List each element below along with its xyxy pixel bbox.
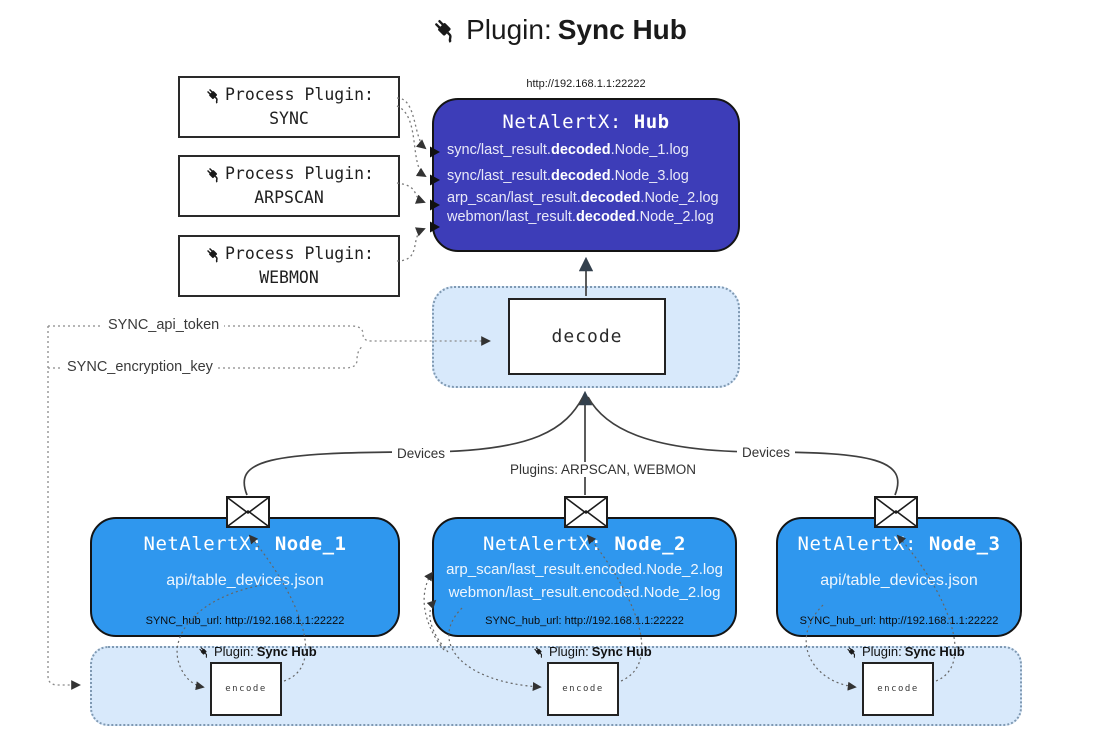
envelope-icon xyxy=(874,496,918,528)
process-plugin-label: Process Plugin: xyxy=(224,244,374,264)
plug-icon xyxy=(532,645,546,659)
encoder-label: Plugin: Sync Hub xyxy=(845,644,965,659)
plug-icon xyxy=(204,165,223,184)
node-file: webmon/last_result.encoded.Node_2.log xyxy=(448,584,721,601)
page-title: Plugin: Sync Hub xyxy=(0,14,1117,46)
hub-log-line: sync/last_result.decoded.Node_3.log xyxy=(447,168,689,184)
node-file: arp_scan/last_result.encoded.Node_2.log xyxy=(446,561,723,578)
node-box-node-3: NetAlertX: Node_3 api/table_devices.json… xyxy=(776,517,1022,637)
process-plugin-box-sync: Process Plugin: SYNC xyxy=(178,76,400,138)
page-title-prefix: Plugin: xyxy=(466,14,552,45)
process-plugin-label: Process Plugin: xyxy=(224,85,374,105)
process-plugin-box-webmon: Process Plugin: WEBMON xyxy=(178,235,400,297)
edge-label-devices-right: Devices xyxy=(737,445,796,460)
plug-icon xyxy=(430,15,460,45)
node-box-node-1: NetAlertX: Node_1 api/table_devices.json… xyxy=(90,517,400,637)
edge-label-devices-left: Devices xyxy=(392,446,451,461)
plugin-to-hub-edges xyxy=(396,97,427,262)
node-file: api/table_devices.json xyxy=(820,572,978,589)
encoder-label: Plugin: Sync Hub xyxy=(197,644,317,659)
page-title-name: Sync Hub xyxy=(557,14,687,45)
hub-log-line: sync/last_result.decoded.Node_1.log xyxy=(447,142,689,158)
envelope-icon xyxy=(564,496,608,528)
process-plugin-label: Process Plugin: xyxy=(224,164,374,184)
encoder-label: Plugin: Sync Hub xyxy=(532,644,652,659)
encryption-key-label: SYNC_encryption_key xyxy=(62,359,218,375)
plug-icon xyxy=(204,245,223,264)
envelope-icon xyxy=(226,496,270,528)
process-plugin-name: ARPSCAN xyxy=(254,188,324,207)
process-plugin-name: SYNC xyxy=(269,109,309,128)
hub-box: NetAlertX: Hub sync/last_result.decoded.… xyxy=(432,98,740,252)
hub-log-list: sync/last_result.decoded.Node_1.log sync… xyxy=(434,142,738,225)
decode-box: decode xyxy=(508,298,666,375)
plug-icon xyxy=(204,86,223,105)
node-hub-url: SYNC_hub_url: http://192.168.1.1:22222 xyxy=(485,615,684,627)
process-plugin-name: WEBMON xyxy=(259,268,319,287)
hub-log-line: webmon/last_result.decoded.Node_2.log xyxy=(447,209,714,225)
hub-title: NetAlertX: Hub xyxy=(434,111,738,133)
node-file: api/table_devices.json xyxy=(166,572,324,589)
encode-box: encode xyxy=(547,662,619,716)
encode-box: encode xyxy=(862,662,934,716)
hub-log-line: arp_scan/last_result.decoded.Node_2.log xyxy=(447,190,719,206)
node-title: NetAlertX: Node_1 xyxy=(143,533,347,555)
node-hub-url: SYNC_hub_url: http://192.168.1.1:22222 xyxy=(799,615,999,627)
plug-icon xyxy=(845,645,859,659)
node-title: NetAlertX: Node_3 xyxy=(797,533,1001,555)
node-title: NetAlertX: Node_2 xyxy=(483,533,686,555)
node-hub-url: SYNC_hub_url: http://192.168.1.1:22222 xyxy=(145,615,345,627)
process-plugin-box-arpscan: Process Plugin: ARPSCAN xyxy=(178,155,400,217)
encode-box: encode xyxy=(210,662,282,716)
edge-label-plugins: Plugins: ARPSCAN, WEBMON xyxy=(505,462,702,477)
plug-icon xyxy=(197,645,211,659)
node-box-node-2: NetAlertX: Node_2 arp_scan/last_result.e… xyxy=(432,517,737,637)
api-token-label: SYNC_api_token xyxy=(103,317,225,333)
hub-title-name: Hub xyxy=(633,111,670,133)
hub-url: http://192.168.1.1:22222 xyxy=(526,78,646,90)
hub-title-prefix: NetAlertX: xyxy=(502,111,622,133)
